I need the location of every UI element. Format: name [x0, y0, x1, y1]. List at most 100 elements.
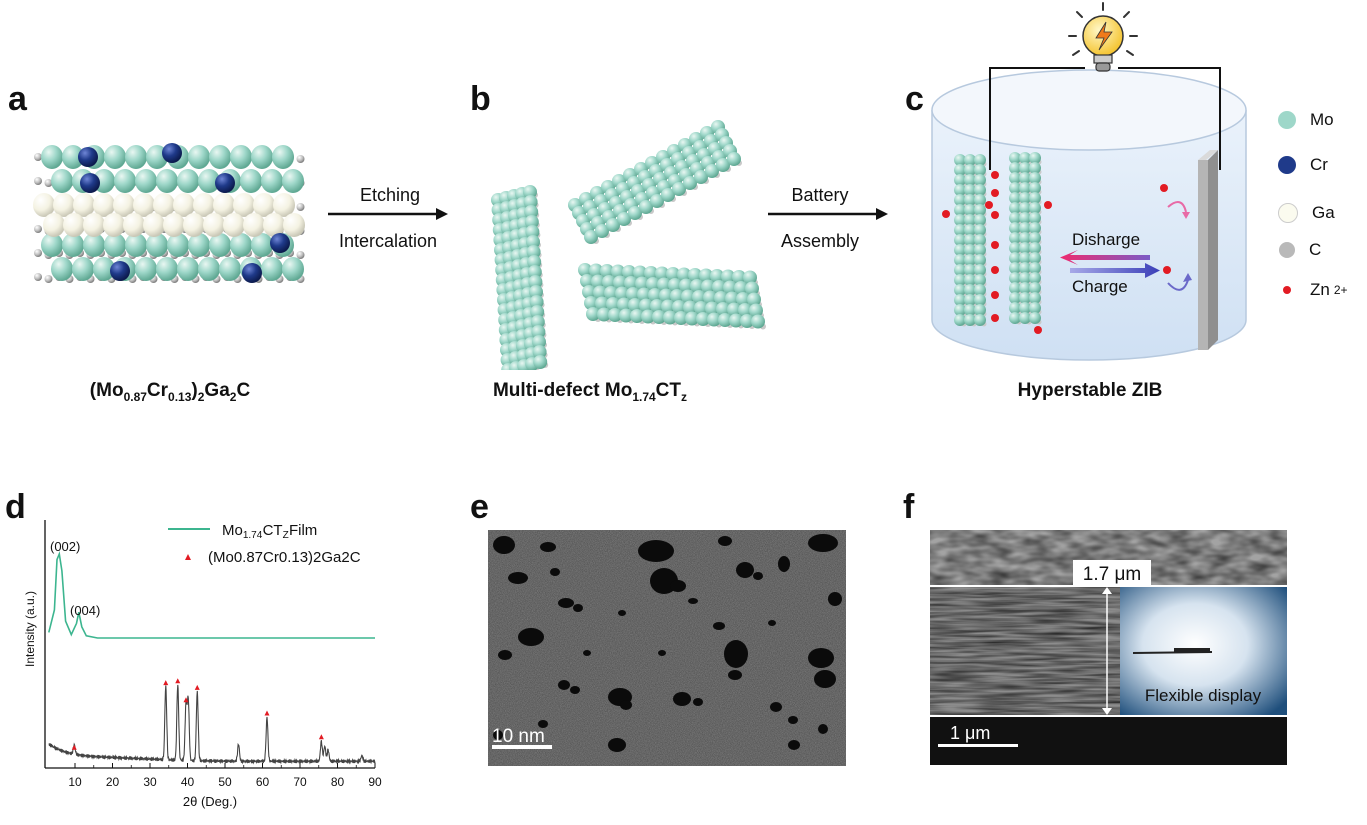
mo-atom: [613, 275, 627, 290]
mo-atom: [1009, 292, 1021, 304]
c-atom: [44, 179, 53, 187]
mo-atom: [650, 194, 664, 208]
tem-pore: [808, 534, 838, 552]
mo-atom: [683, 176, 697, 190]
cr-atom: [242, 263, 262, 283]
peak-marker: [194, 684, 200, 690]
panel-label-d: d: [5, 488, 26, 526]
mo-atom: [674, 311, 688, 325]
mo-atom: [41, 233, 63, 257]
panel-label-f: f: [903, 488, 915, 526]
mo-atom: [974, 294, 986, 306]
mo-atom: [637, 287, 651, 302]
ga-atom: [53, 193, 75, 217]
mo-atom: [532, 335, 546, 349]
thickness-label-box: [1073, 560, 1151, 586]
mo-atom: [156, 169, 178, 193]
mo-atom: [530, 315, 545, 329]
mo-atom: [964, 214, 976, 226]
mo-atom: [964, 164, 976, 176]
mo-atom: [524, 205, 539, 219]
mo-atom: [530, 305, 545, 319]
mo-atom: [1009, 172, 1021, 184]
c-atom: [44, 275, 53, 283]
tem-pore: [550, 568, 560, 576]
mo-atom: [177, 169, 199, 193]
panel-label-c: c: [905, 80, 924, 118]
mo-atom: [209, 233, 231, 257]
mo-atom: [611, 264, 625, 279]
ga-atom: [173, 193, 195, 217]
ga-atom: [163, 213, 185, 237]
ga-atom: [133, 193, 155, 217]
mo-atom: [974, 174, 986, 186]
mo-atom: [1009, 182, 1021, 194]
mo-atom: [732, 270, 746, 284]
mo-atom: [523, 195, 538, 209]
zn-ion: [942, 210, 950, 218]
tem-pore: [788, 740, 800, 750]
mo-atom: [648, 288, 662, 302]
mo-atom: [1029, 292, 1041, 304]
mo-atom: [954, 164, 966, 176]
ga-atom: [203, 213, 225, 237]
ga-atom: [73, 193, 95, 217]
ga-atom: [283, 213, 305, 237]
mo-atom: [964, 204, 976, 216]
tem-pore: [770, 702, 782, 712]
mo-atom: [1009, 212, 1021, 224]
mo-atom: [954, 234, 966, 246]
mo-atom: [527, 255, 542, 269]
panel-label-a: a: [8, 80, 27, 118]
mo-atom: [964, 284, 976, 296]
mo-atom: [240, 169, 262, 193]
mo-atom: [652, 310, 666, 324]
mo-atom: [974, 284, 986, 296]
mo-atom: [1029, 172, 1041, 184]
charge-label: Charge: [1072, 277, 1128, 296]
mo-atom: [230, 233, 252, 257]
mo-atom: [1029, 202, 1041, 214]
zn-ion-icon: [1283, 286, 1291, 294]
tem-pore: [728, 670, 742, 680]
caption-a-sub: 2: [229, 389, 237, 404]
mo-atom: [93, 257, 115, 281]
arrow-ab-bottom-label: Intercalation: [338, 231, 438, 251]
mo-atom: [964, 194, 976, 206]
mo-atom: [533, 355, 548, 369]
mo-atom: [622, 265, 636, 279]
mo-atom: [604, 286, 618, 300]
mo-atom: [1009, 162, 1021, 174]
ga-atom: [103, 213, 125, 237]
caption-a-sub: 0.13: [168, 389, 192, 404]
mo-atom: [1019, 172, 1031, 184]
mo-atom: [528, 275, 543, 289]
mo-atom: [1029, 232, 1041, 244]
mo-atom: [219, 257, 241, 281]
mo-atom: [104, 145, 126, 169]
ga-atom: [213, 193, 235, 217]
mo-atom: [532, 345, 547, 359]
mo-atom: [727, 302, 741, 317]
mo-atom: [135, 257, 157, 281]
caption-b-part: CT: [655, 380, 681, 401]
tem-pore: [493, 730, 503, 740]
legend-item-cr: Cr: [1278, 153, 1328, 177]
mo-atom: [188, 233, 210, 257]
mo-atom: [125, 233, 147, 257]
zn-ion: [1160, 184, 1168, 192]
tem-pore: [508, 572, 528, 584]
legend-label: Zn: [1310, 280, 1330, 299]
c-atom: [34, 273, 42, 281]
mo-atom: [644, 266, 658, 280]
zn-ion: [991, 314, 999, 322]
mo-atom: [954, 304, 966, 316]
mo-atom: [964, 224, 976, 236]
mo-atom: [626, 287, 640, 301]
ga-atom: [183, 213, 205, 237]
mo-atom: [1009, 232, 1021, 244]
mo-atom: [602, 275, 616, 289]
tem-pore: [753, 572, 763, 580]
mo-atom: [1009, 282, 1021, 294]
ga-atom: [233, 193, 255, 217]
